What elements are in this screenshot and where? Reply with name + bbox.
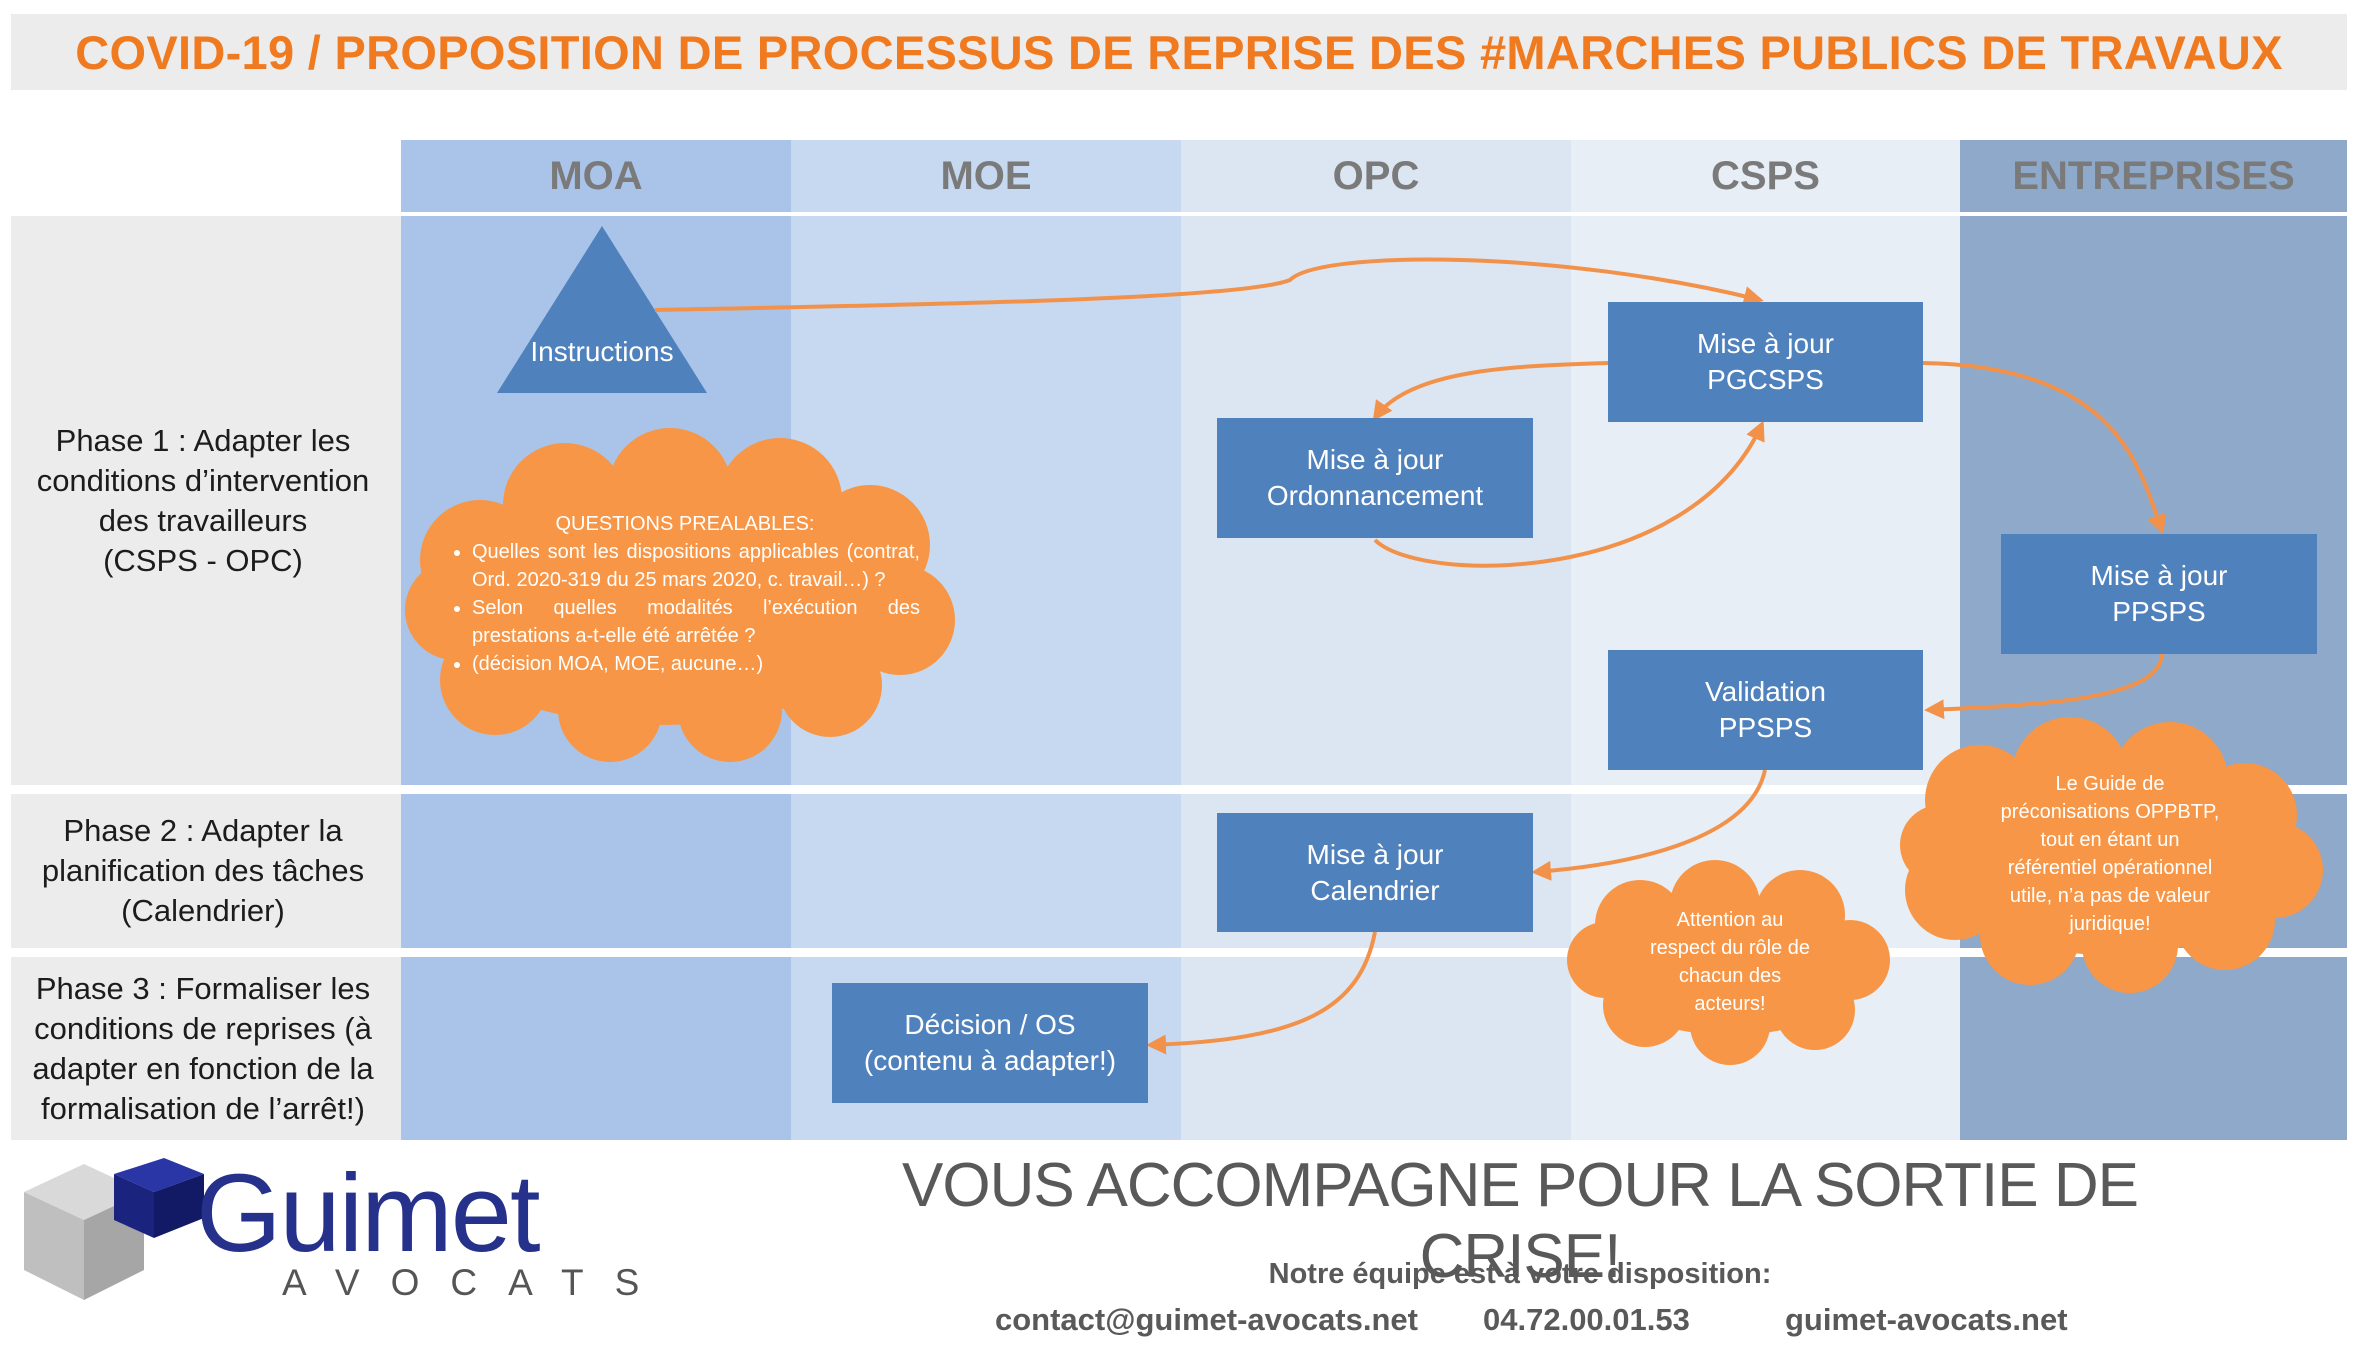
arrow-ppsps-to-validation [1924,653,2164,720]
arrow-pgcsps-to-ppsps [1922,361,2166,535]
website-link[interactable]: guimet-avocats.net [1785,1302,2068,1337]
guimet-logo-cube-icon [24,1158,204,1300]
cloud-guide-text: Le Guide de préconisations OPPBTP, tout … [2000,773,2220,935]
title-bar: COVID-19 / PROPOSITION DE PROCESSUS DE R… [11,14,2347,90]
page-title: COVID-19 / PROPOSITION DE PROCESSUS DE R… [75,25,2283,79]
instructions-label: Instructions [530,336,674,367]
node-mise-a-jour-ordonnancement: Mise à jour Ordonnancement [1217,418,1533,538]
arrow-calendrier-to-decision [1146,931,1377,1055]
logo-name: Guimet [196,1152,541,1275]
cloud-questions-text: QUESTIONS PREALABLES: Quelles sont les d… [450,510,920,678]
column-header-moa: MOA [549,153,643,198]
arrow-pgcsps-to-ordonnancement [1372,361,1609,422]
column-header-moe: MOE [940,153,1032,198]
instructions-triangle [497,226,707,393]
questions-title: QUESTIONS PREALABLES: [555,513,815,535]
column-bg-opc [1181,140,1571,1140]
contact-email-link[interactable]: contact@guimet-avocats.net [995,1302,1418,1337]
arrow-instructions-to-pgcsps [654,257,1764,312]
arrow-validation-to-calendrier [1531,769,1767,881]
cloud-attention-text: Attention au respect du rôle de chacun d… [1649,909,1811,1015]
questions-item: Selon quelles modalités l’exécution des … [472,594,920,650]
logo-subtitle: AVOCATS [282,1262,671,1303]
cloud-guide [1900,717,2323,993]
questions-item: (décision MOA, MOE, aucune…) [472,650,920,678]
node-validation-ppsps: Validation PPSPS [1608,650,1923,770]
column-header-csps: CSPS [1711,153,1820,198]
header-separator [401,212,2347,216]
arrow-ordonnancement-to-pgcsps [1373,420,1765,568]
node-mise-a-jour-calendrier: Mise à jour Calendrier [1217,813,1533,932]
phase-separator [11,948,2347,957]
questions-item: Quelles sont les dispositions applicable… [472,538,920,594]
footer-slogan: VOUS ACCOMPAGNE POUR LA SORTIE DE CRISE! [901,1151,2139,1291]
phase-1-label: Phase 1 : Adapter les conditions d’inter… [36,422,370,578]
node-mise-a-jour-ppsps: Mise à jour PPSPS [2001,534,2317,654]
column-header-entreprises: ENTREPRISES [2012,153,2295,198]
footer-availability: Notre équipe est à votre disposition: [1268,1258,1772,1290]
phase-2-label: Phase 2 : Adapter la planification des t… [41,813,365,928]
node-decision-os: Décision / OS (contenu à adapter!) [832,983,1148,1103]
cloud-questions [405,428,955,762]
contact-phone: 04.72.00.01.53 [1483,1302,1690,1337]
phase-3-label: Phase 3 : Formaliser les conditions de r… [32,970,374,1126]
phase-label-bg [11,216,401,1140]
column-header-opc: OPC [1332,153,1420,198]
phase-separator [11,785,2347,794]
node-mise-a-jour-pgcsps: Mise à jour PGCSPS [1608,302,1923,422]
cloud-attention [1567,860,1890,1065]
